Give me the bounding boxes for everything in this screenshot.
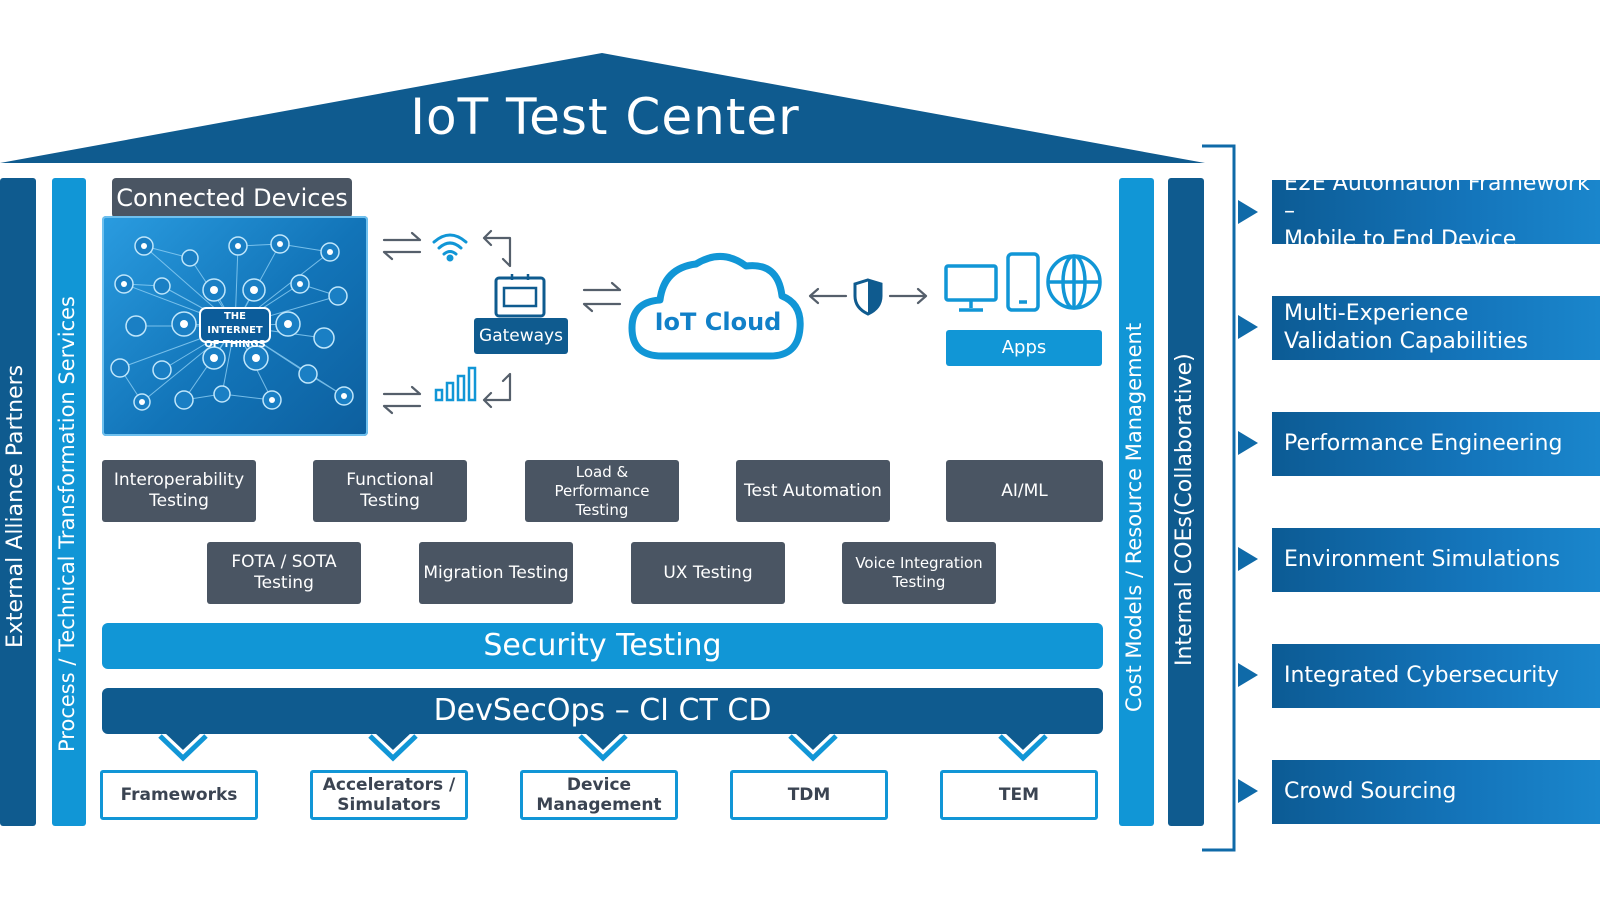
monitor-icon <box>944 264 998 312</box>
cloud-icon <box>628 253 804 360</box>
capability-arrow-3 <box>1238 431 1258 455</box>
phone-icon <box>1006 252 1040 312</box>
capability-arrow-6 <box>1238 779 1258 803</box>
security-testing-bar: Security Testing <box>102 623 1103 669</box>
iot-text-line2: OF THINGS <box>204 339 266 350</box>
pillar-external-label: External Alliance Partners <box>3 364 28 648</box>
pillar-cost-models <box>1119 178 1154 826</box>
iot-network-graphic: THE INTERNET OF THINGS <box>102 216 368 436</box>
foundation-tem: TEM <box>940 770 1098 820</box>
pillar-internal-label: Internal COEs(Collaborative) <box>1172 353 1197 666</box>
iot-center-text: THE INTERNET OF THINGS <box>200 310 270 352</box>
connected-devices-label: Connected Devices <box>112 178 352 218</box>
capability-arrow-5 <box>1238 663 1258 687</box>
capability-e2e-automation: E2E Automation Framework –Mobile to End … <box>1272 171 1600 252</box>
testing-test-automation: Test Automation <box>736 460 890 522</box>
page-title: IoT Test Center <box>410 88 800 146</box>
cloud-label: IoT Cloud <box>654 308 782 336</box>
devsecops-bar: DevSecOps – CI CT CD <box>102 688 1103 734</box>
cloud-apps-arrows <box>808 278 928 316</box>
roof <box>0 53 1205 163</box>
capability-performance-engineering: Performance Engineering <box>1272 412 1600 476</box>
gateways-label: Gateways <box>474 318 568 354</box>
gateway-icon <box>494 274 546 318</box>
wifi-icon <box>432 233 468 262</box>
testing-ai-ml: AI/ML <box>946 460 1103 522</box>
capability-arrow-1 <box>1238 200 1258 224</box>
foundation-accelerators: Accelerators /Simulators <box>310 770 468 820</box>
testing-ux: UX Testing <box>631 542 785 604</box>
devsecops-chevrons <box>158 732 1048 762</box>
pillar-internal-coes <box>1168 178 1204 826</box>
capability-arrow-4 <box>1238 547 1258 571</box>
capability-environment-simulations: Environment Simulations <box>1272 528 1600 592</box>
pillar-process-label: Process / Technical Transformation Servi… <box>55 296 79 752</box>
gateway-cloud-arrows <box>582 281 622 313</box>
iot-text-line1: THE INTERNET <box>207 311 263 336</box>
globe-icon <box>1046 254 1102 310</box>
pillar-cost-label: Cost Models / Resource Management <box>1122 322 1146 712</box>
apps-label: Apps <box>946 330 1102 366</box>
capability-arrow-2 <box>1238 315 1258 339</box>
pillar-process <box>52 178 86 826</box>
capability-crowd-sourcing: Crowd Sourcing <box>1272 760 1600 824</box>
device-gateway-arrows <box>382 229 512 415</box>
testing-migration: Migration Testing <box>419 542 573 604</box>
capability-integrated-cybersecurity: Integrated Cybersecurity <box>1272 644 1600 708</box>
foundation-tdm: TDM <box>730 770 888 820</box>
signal-bars-icon <box>434 366 477 402</box>
bracket <box>1202 144 1236 852</box>
pillar-external-alliance <box>0 178 36 826</box>
apps-icons <box>944 252 1102 312</box>
foundation-frameworks: Frameworks <box>100 770 258 820</box>
